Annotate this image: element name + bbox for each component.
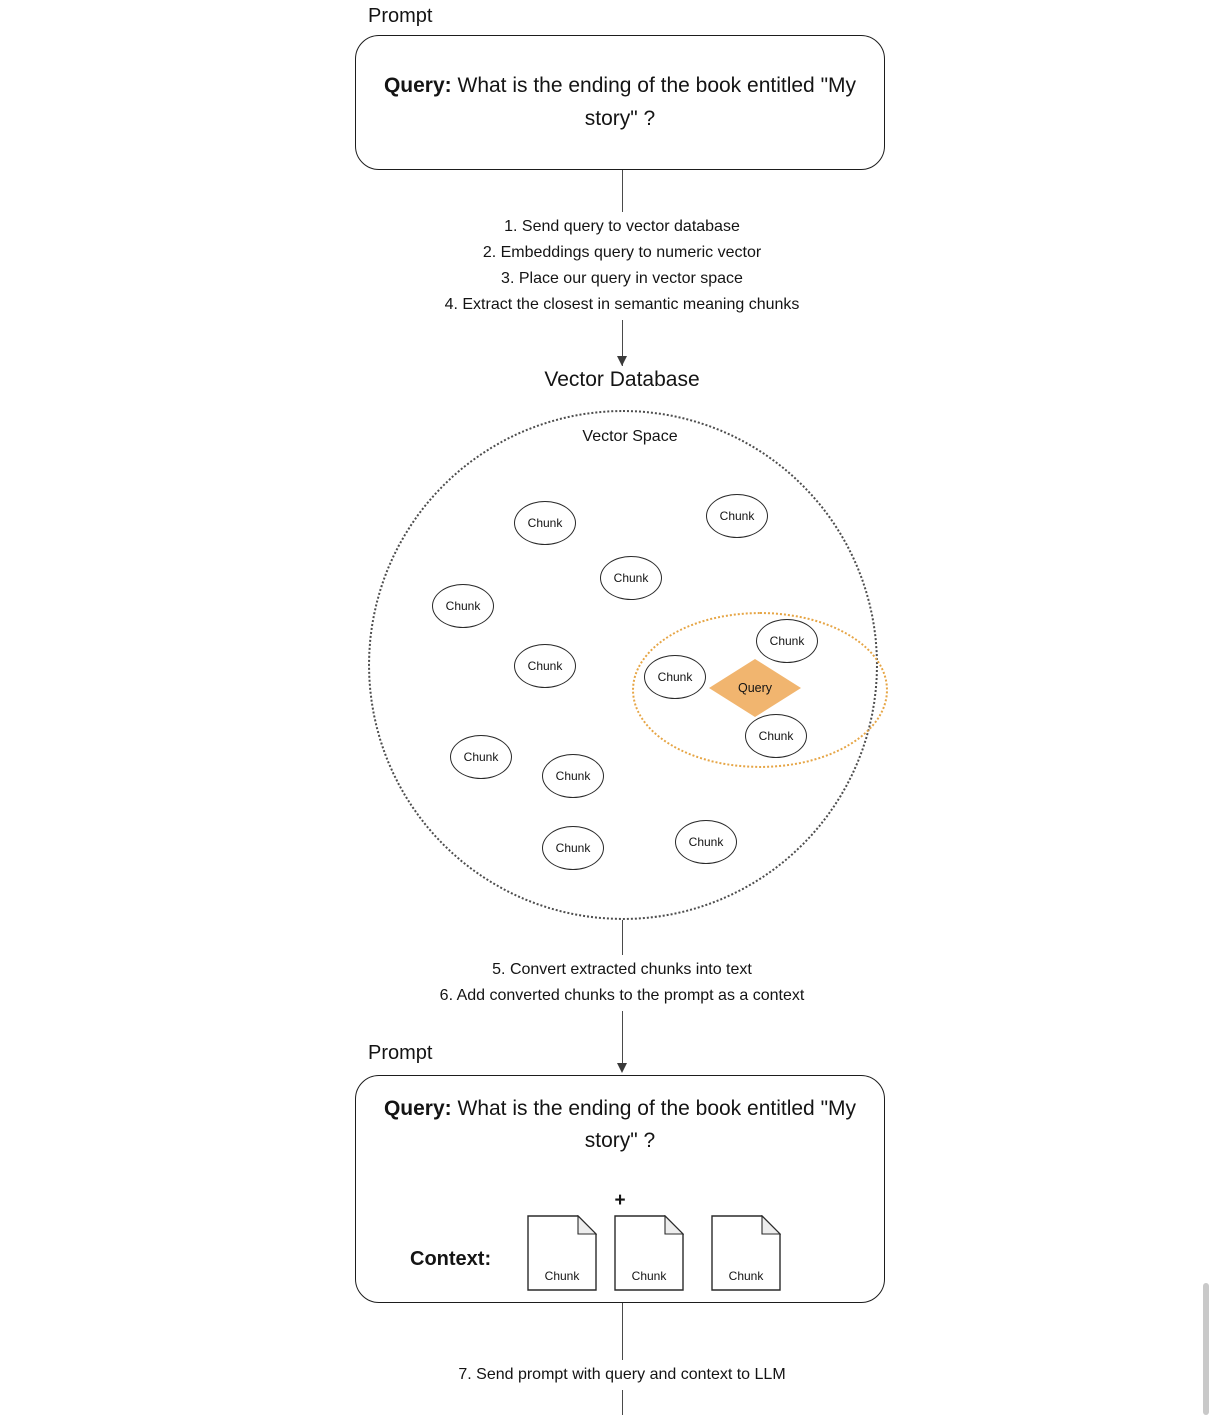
chunk-node: Chunk xyxy=(514,501,576,545)
chunk-document-icon: Chunk xyxy=(614,1215,684,1291)
prompt-query-text-bottom: Query: What is the ending of the book en… xyxy=(362,1093,878,1156)
prompt-query-text-top: Query: What is the ending of the book en… xyxy=(370,70,870,135)
chunk-node-label: Chunk xyxy=(769,634,805,648)
query-label-bottom: Query: xyxy=(383,1097,452,1120)
document-label: Chunk xyxy=(544,1269,580,1283)
chunk-node: Chunk xyxy=(542,826,604,870)
context-label: Context: xyxy=(410,1248,492,1270)
chunk-node-label: Chunk xyxy=(527,516,563,530)
arrowhead-2 xyxy=(617,1063,627,1073)
document-icon xyxy=(527,1215,597,1291)
chunk-node: Chunk xyxy=(745,714,807,758)
chunk-node: Chunk xyxy=(600,556,662,600)
chunk-node: Chunk xyxy=(514,644,576,688)
retrieval-steps: 1. Send query to vector database 2. Embe… xyxy=(436,212,808,320)
chunk-node-label: Chunk xyxy=(657,670,693,684)
document-icon xyxy=(711,1215,781,1291)
chunk-node-label: Chunk xyxy=(445,599,481,613)
connector-line-3 xyxy=(622,1303,623,1415)
query-value-top: What is the ending of the book entitled … xyxy=(457,73,857,130)
prompt-label-top: Prompt xyxy=(368,5,433,27)
chunk-document-icon: Chunk xyxy=(711,1215,781,1291)
chunk-node-label: Chunk xyxy=(527,659,563,673)
query-label-top: Query: xyxy=(383,73,452,97)
chunk-node-label: Chunk xyxy=(758,729,794,743)
context-steps: 5. Convert extracted chunks into text 6.… xyxy=(431,955,813,1011)
chunk-node: Chunk xyxy=(644,655,706,699)
nearest-chunks-highlight xyxy=(632,612,888,768)
chunk-node: Chunk xyxy=(542,754,604,798)
query-diamond-label: Query xyxy=(737,681,773,695)
chunk-node: Chunk xyxy=(450,735,512,779)
chunk-node: Chunk xyxy=(756,619,818,663)
query-diamond: Query xyxy=(709,659,801,717)
chunk-node-label: Chunk xyxy=(719,509,755,523)
chunk-node: Chunk xyxy=(675,820,737,864)
chunk-node-label: Chunk xyxy=(555,841,591,855)
chunk-document-icon: Chunk xyxy=(527,1215,597,1291)
step-4: 4. Extract the closest in semantic meani… xyxy=(444,296,800,313)
document-icon xyxy=(614,1215,684,1291)
chunk-node-label: Chunk xyxy=(555,769,591,783)
step-3: 3. Place our query in vector space xyxy=(501,270,743,287)
arrowhead-1 xyxy=(617,356,627,366)
step-6: 6. Add converted chunks to the prompt as… xyxy=(439,987,805,1004)
chunk-node-label: Chunk xyxy=(613,571,649,585)
chunk-node: Chunk xyxy=(706,494,768,538)
prompt-label-bottom: Prompt xyxy=(368,1042,433,1064)
final-step-text: 7. Send prompt with query and context to… xyxy=(450,1360,794,1390)
document-label: Chunk xyxy=(728,1269,764,1283)
plus-sign: + xyxy=(614,1190,626,1211)
step-2: 2. Embeddings query to numeric vector xyxy=(482,244,762,261)
chunk-node-label: Chunk xyxy=(688,835,724,849)
document-label: Chunk xyxy=(631,1269,667,1283)
scrollbar-thumb[interactable] xyxy=(1203,1283,1209,1415)
step-5: 5. Convert extracted chunks into text xyxy=(492,961,752,978)
vector-database-title: Vector Database xyxy=(544,368,700,391)
vector-space-label: Vector Space xyxy=(582,428,678,445)
chunk-node-label: Chunk xyxy=(463,750,499,764)
query-value-bottom: What is the ending of the book entitled … xyxy=(457,1097,857,1152)
chunk-node: Chunk xyxy=(432,584,494,628)
prompt-box-top: Query: What is the ending of the book en… xyxy=(355,35,885,170)
step-1: 1. Send query to vector database xyxy=(504,218,740,235)
